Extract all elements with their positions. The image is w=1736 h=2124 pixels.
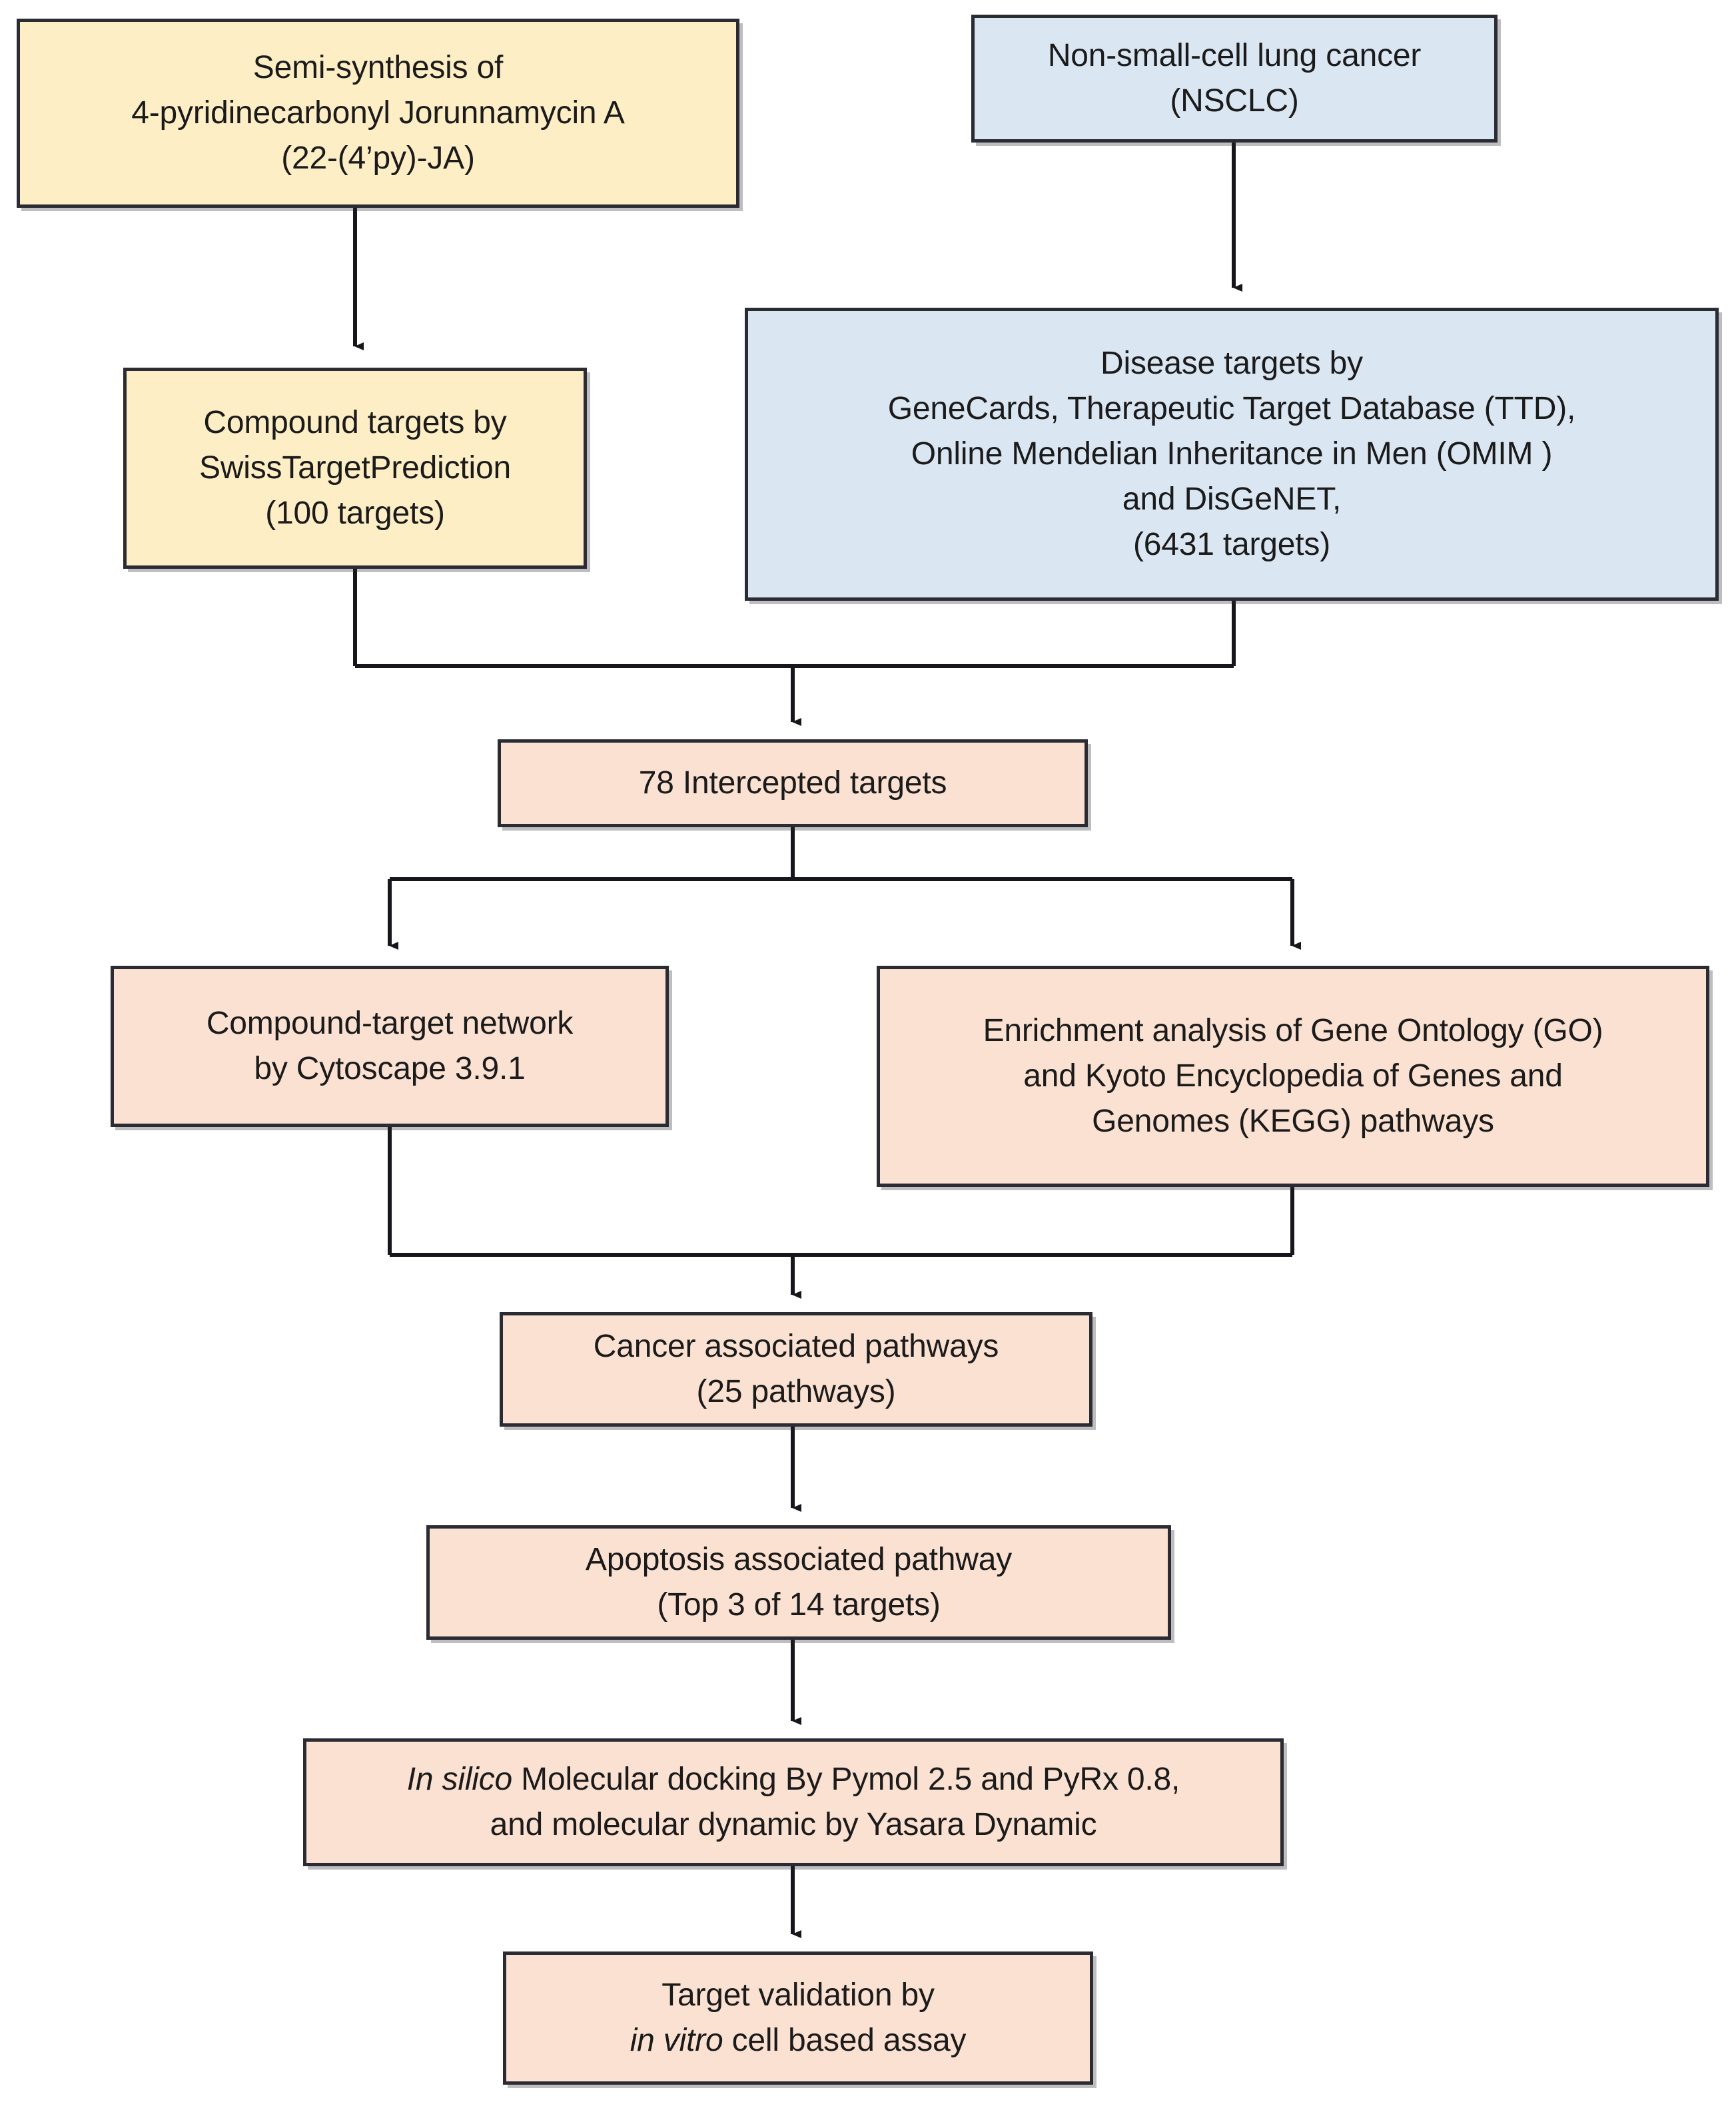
node-disease-targets-line-1: Disease targets by bbox=[1100, 345, 1363, 381]
node-target-validation-line-2: in vitro cell based assay bbox=[630, 2018, 967, 2063]
node-molecular-docking-line-2: and molecular dynamic by Yasara Dynamic bbox=[490, 1807, 1097, 1842]
node-semi-synthesis[interactable]: Semi-synthesis of 4-pyridinecarbonyl Jor… bbox=[17, 19, 739, 208]
target-validation-italic-term: in vitro bbox=[630, 2023, 723, 2058]
node-disease-targets[interactable]: Disease targets by GeneCards, Therapeuti… bbox=[745, 308, 1719, 601]
node-disease-targets-line-2: GeneCards, Therapeutic Target Database (… bbox=[887, 390, 1576, 426]
node-enrichment-analysis-line-2: and Kyoto Encyclopedia of Genes and bbox=[1023, 1058, 1563, 1094]
node-target-validation[interactable]: Target validation by in vitro cell based… bbox=[503, 1951, 1093, 2085]
node-cancer-pathways-line-1: Cancer associated pathways bbox=[593, 1328, 999, 1364]
node-semi-synthesis-line-1: Semi-synthesis of bbox=[252, 49, 504, 85]
node-apoptosis-pathway-line-1: Apoptosis associated pathway bbox=[585, 1541, 1013, 1577]
target-validation-line-2-rest: cell based assay bbox=[723, 2023, 967, 2058]
node-nsclc-line-1: Non-small-cell lung cancer bbox=[1047, 37, 1422, 73]
node-enrichment-analysis-line-1: Enrichment analysis of Gene Ontology (GO… bbox=[983, 1012, 1603, 1048]
node-apoptosis-pathway-line-2: (Top 3 of 14 targets) bbox=[657, 1587, 941, 1622]
node-molecular-docking[interactable]: In silico Molecular docking By Pymol 2.5… bbox=[303, 1738, 1284, 1866]
node-compound-targets-line-3: (100 targets) bbox=[265, 496, 445, 531]
molecular-docking-line-1-rest: Molecular docking By Pymol 2.5 and PyRx … bbox=[512, 1761, 1180, 1797]
node-nsclc-line-2: (NSCLC) bbox=[1170, 83, 1299, 119]
node-compound-target-network-line-1: Compound-target network bbox=[206, 1005, 574, 1041]
node-nsclc[interactable]: Non-small-cell lung cancer (NSCLC) bbox=[971, 15, 1498, 143]
node-cancer-pathways-line-2: (25 pathways) bbox=[696, 1374, 896, 1409]
node-compound-targets-line-1: Compound targets by bbox=[203, 404, 507, 440]
node-compound-targets-line-2: SwissTargetPrediction bbox=[199, 450, 511, 486]
molecular-docking-italic-term: In silico bbox=[406, 1761, 513, 1797]
node-disease-targets-line-3: Online Mendelian Inheritance in Men (OMI… bbox=[911, 436, 1553, 472]
node-disease-targets-line-4: and DisGeNET, bbox=[1122, 482, 1342, 518]
node-compound-target-network[interactable]: Compound-target network by Cytoscape 3.9… bbox=[111, 966, 669, 1127]
node-cancer-pathways[interactable]: Cancer associated pathways (25 pathways) bbox=[500, 1312, 1092, 1427]
node-enrichment-analysis[interactable]: Enrichment analysis of Gene Ontology (GO… bbox=[877, 966, 1709, 1187]
node-intercepted-targets[interactable]: 78 Intercepted targets bbox=[498, 739, 1088, 827]
node-intercepted-targets-line-1: 78 Intercepted targets bbox=[638, 765, 947, 801]
node-semi-synthesis-line-2: 4-pyridinecarbonyl Jorunnamycin A bbox=[131, 95, 625, 131]
node-enrichment-analysis-line-3: Genomes (KEGG) pathways bbox=[1092, 1104, 1494, 1140]
node-compound-targets[interactable]: Compound targets by SwissTargetPredictio… bbox=[123, 368, 587, 569]
node-disease-targets-line-5: (6431 targets) bbox=[1132, 527, 1331, 563]
node-compound-target-network-line-2: by Cytoscape 3.9.1 bbox=[254, 1051, 526, 1086]
node-target-validation-line-1: Target validation by bbox=[661, 1977, 935, 2013]
node-molecular-docking-line-1: In silico Molecular docking By Pymol 2.5… bbox=[407, 1757, 1180, 1802]
node-semi-synthesis-line-3: (22-(4’py)-JA) bbox=[281, 141, 475, 177]
node-apoptosis-pathway[interactable]: Apoptosis associated pathway (Top 3 of 1… bbox=[426, 1525, 1171, 1640]
